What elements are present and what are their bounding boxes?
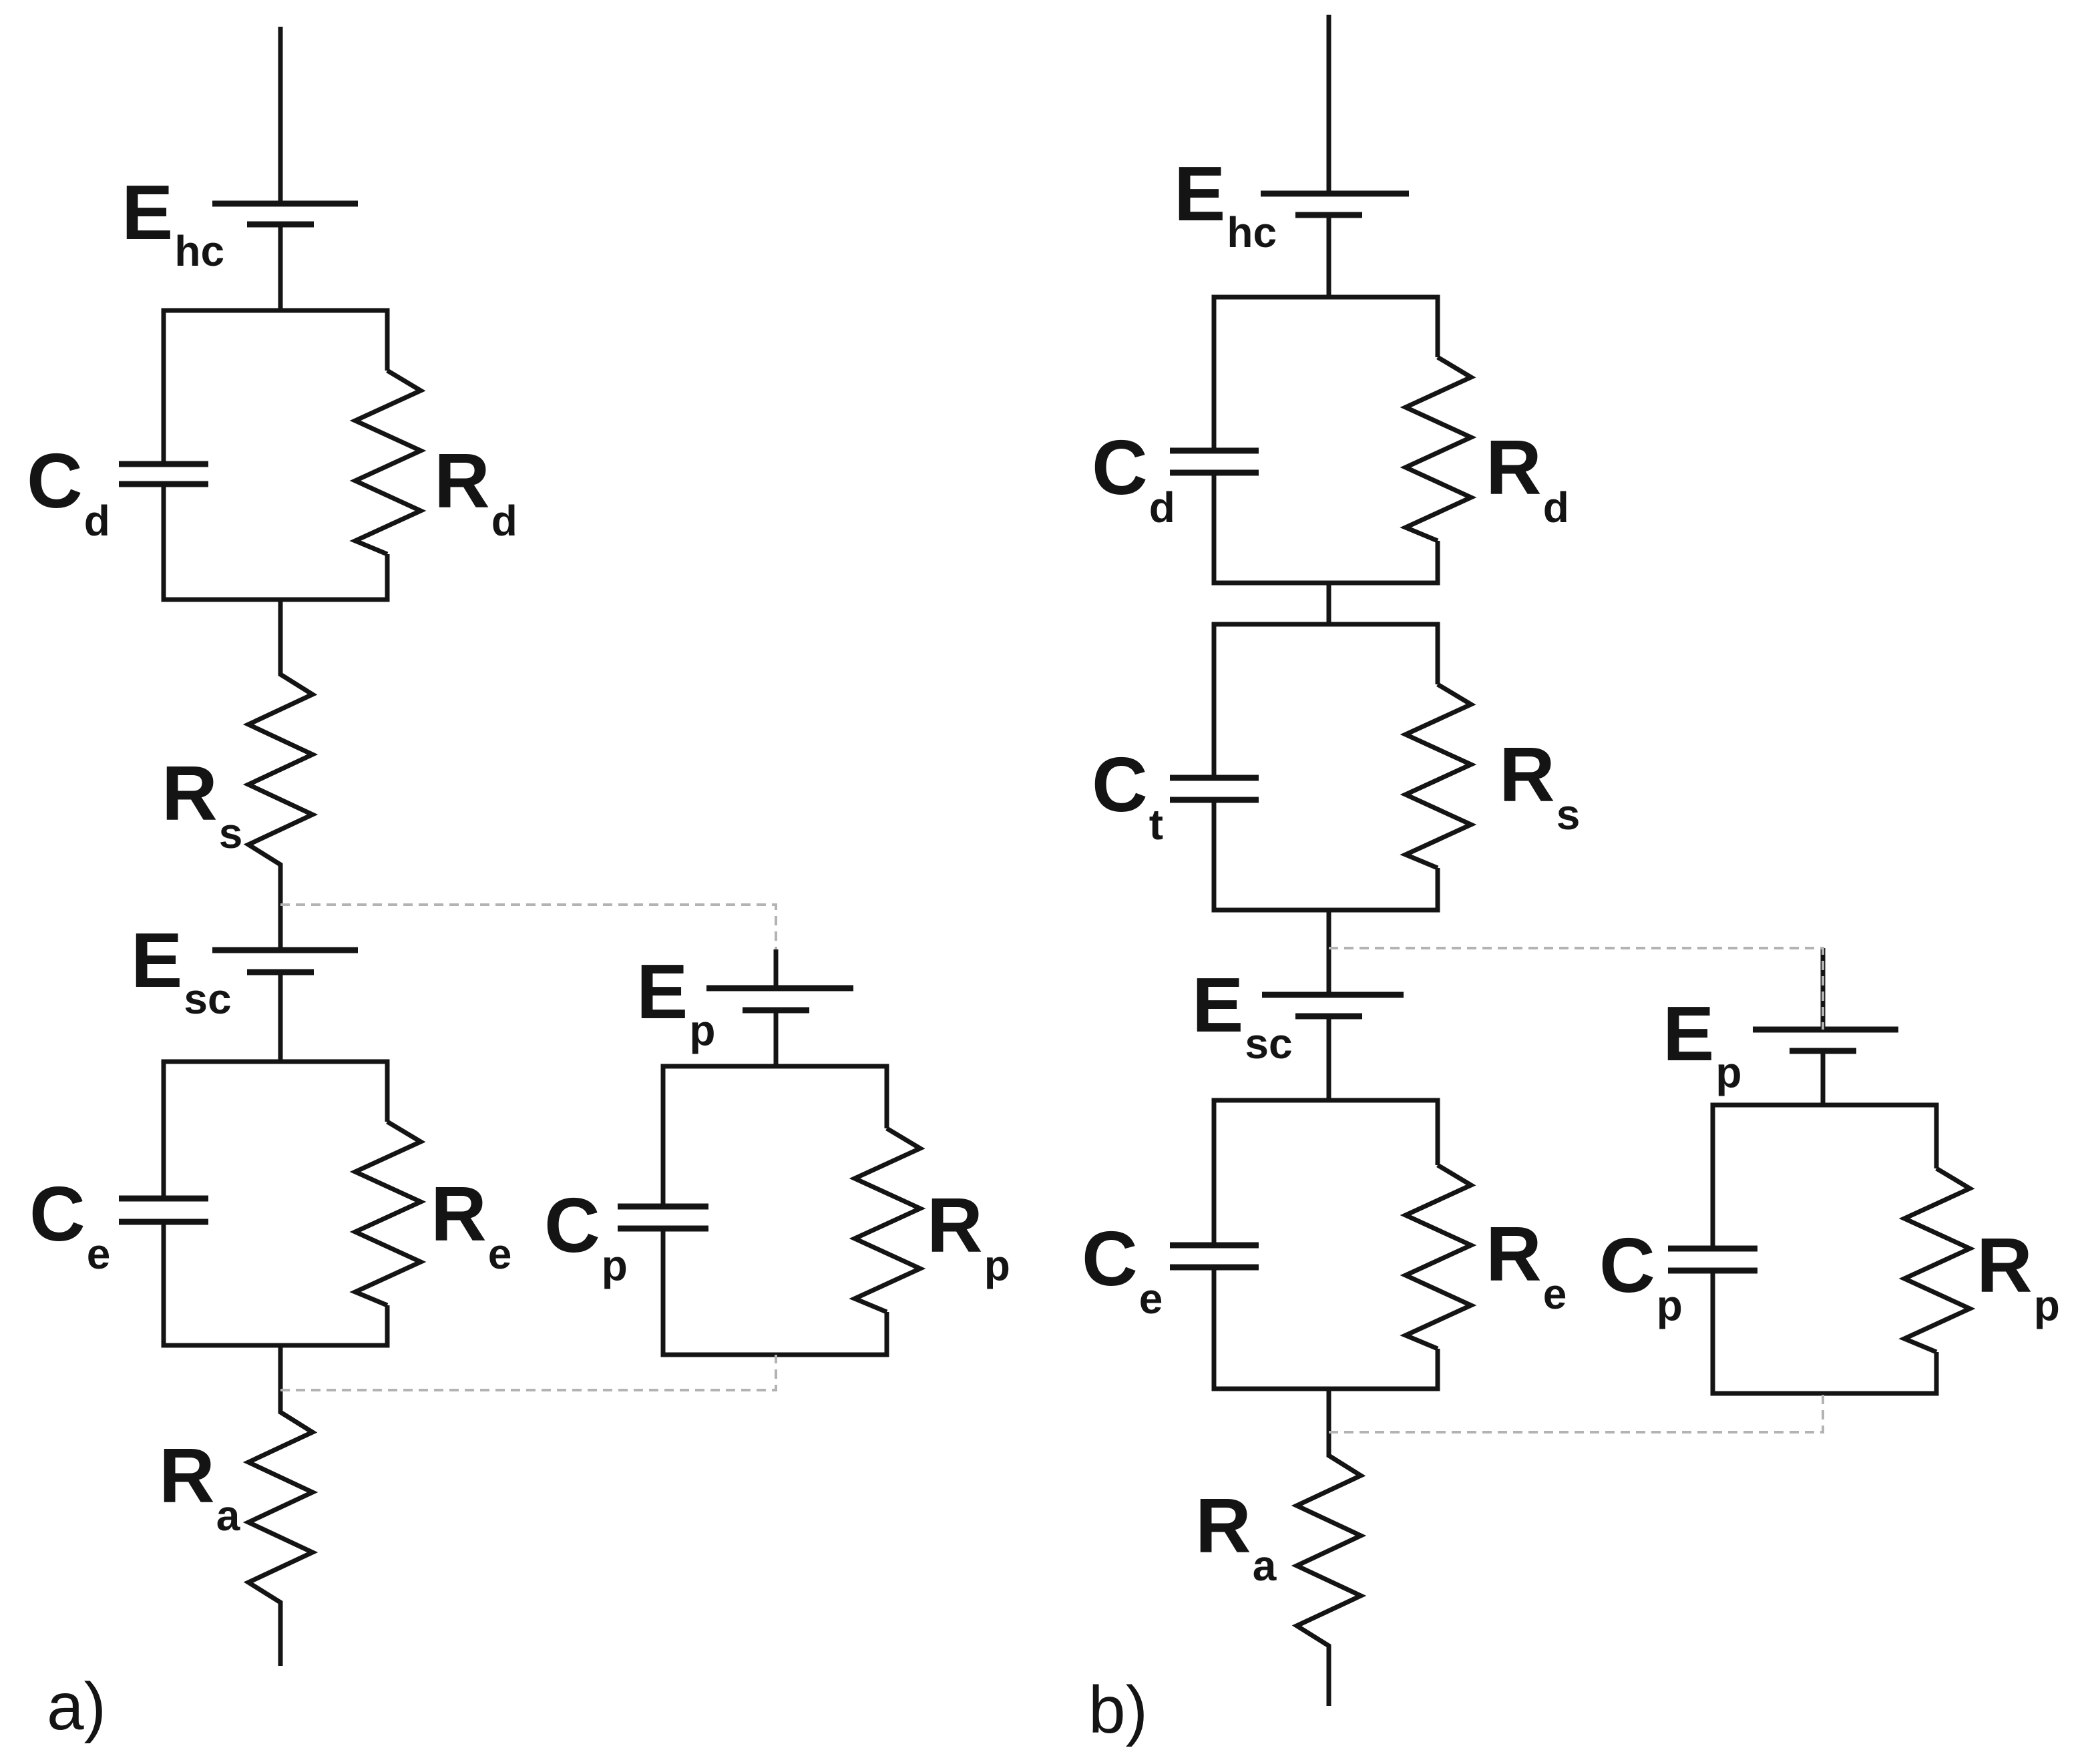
panel-a-rs-resistor: [242, 600, 319, 950]
panel-a-label-ce: Ce: [29, 1170, 110, 1278]
panel-a-label-rp: Rp: [927, 1182, 1010, 1289]
panel-b-label-rp: Rp: [1977, 1222, 2060, 1329]
panel-a-label-ep: Ep: [636, 948, 715, 1054]
panel-a-cd-rd-block: [161, 308, 390, 602]
panel-b-ra-resistor: [1291, 1389, 1367, 1706]
panel-b-label-ehc: Ehc: [1174, 150, 1277, 256]
panel-a-circuit: [119, 27, 926, 1666]
panel-a-tag: a): [47, 1669, 106, 1744]
panel-b-label-ep: Ep: [1663, 990, 1741, 1096]
panel-b-label-rd: Rd: [1486, 424, 1569, 531]
panel-a-label-rs: Rs: [162, 750, 242, 857]
panel-b-cd-rd-block: [1211, 294, 1440, 586]
panel-b-rp-resistor: [1898, 1166, 1976, 1355]
panel-a-rd-resistor: [349, 368, 427, 557]
panel-b-dashed-top-link: [1329, 947, 1824, 1030]
panel-b-re-resistor: [1400, 1162, 1477, 1351]
panel-a-label-rd: Rd: [434, 437, 517, 545]
panel-b-dashed-bottom-link: [1329, 1393, 1824, 1434]
panel-a-ra-resistor: [242, 1345, 319, 1666]
panel-b-label-rs: Rs: [1499, 731, 1580, 839]
panel-b-circuit: [1170, 15, 1976, 1706]
panel-a-label-re: Re: [431, 1170, 511, 1278]
panel-b-labels: Ehc Cd Rd Ct Rs Esc Ce Re Ep Cp Rp: [1082, 150, 2060, 1747]
panel-a-label-ehc: Ehc: [122, 169, 224, 275]
panel-b-label-ce: Ce: [1082, 1215, 1163, 1323]
panel-a-dashed-top-link: [280, 903, 777, 949]
panel-b-label-re: Re: [1486, 1210, 1567, 1318]
panel-b-label-ct: Ct: [1092, 741, 1163, 849]
panel-b-label-cd: Cd: [1092, 424, 1175, 531]
panel-b-rd-resistor: [1400, 355, 1477, 543]
panel-b-ct-rs-block: [1211, 622, 1440, 913]
panel-a-re-resistor: [349, 1119, 427, 1308]
panel-b-label-esc: Esc: [1192, 961, 1293, 1068]
panel-a-labels: Ehc Cd Rd Rs Esc Ce Re Ep Cp Rp Ra: [27, 169, 1010, 1744]
panel-a-label-cd: Cd: [27, 437, 110, 545]
panel-a-ce-re-block: [161, 1059, 390, 1348]
panel-a-dashed-bottom-link: [280, 1355, 777, 1391]
panel-a-cp-rp-block: [660, 1064, 889, 1357]
panel-b-label-cp: Cp: [1599, 1222, 1683, 1329]
panel-a-label-ra: Ra: [159, 1432, 240, 1540]
panel-a-label-cp: Cp: [544, 1182, 628, 1289]
panel-b-rs-resistor: [1400, 682, 1477, 871]
panel-b-tag: b): [1088, 1673, 1148, 1747]
panel-a-rp-resistor: [849, 1126, 926, 1315]
panel-a-label-esc: Esc: [131, 917, 232, 1023]
panel-b-label-ra: Ra: [1195, 1482, 1277, 1590]
